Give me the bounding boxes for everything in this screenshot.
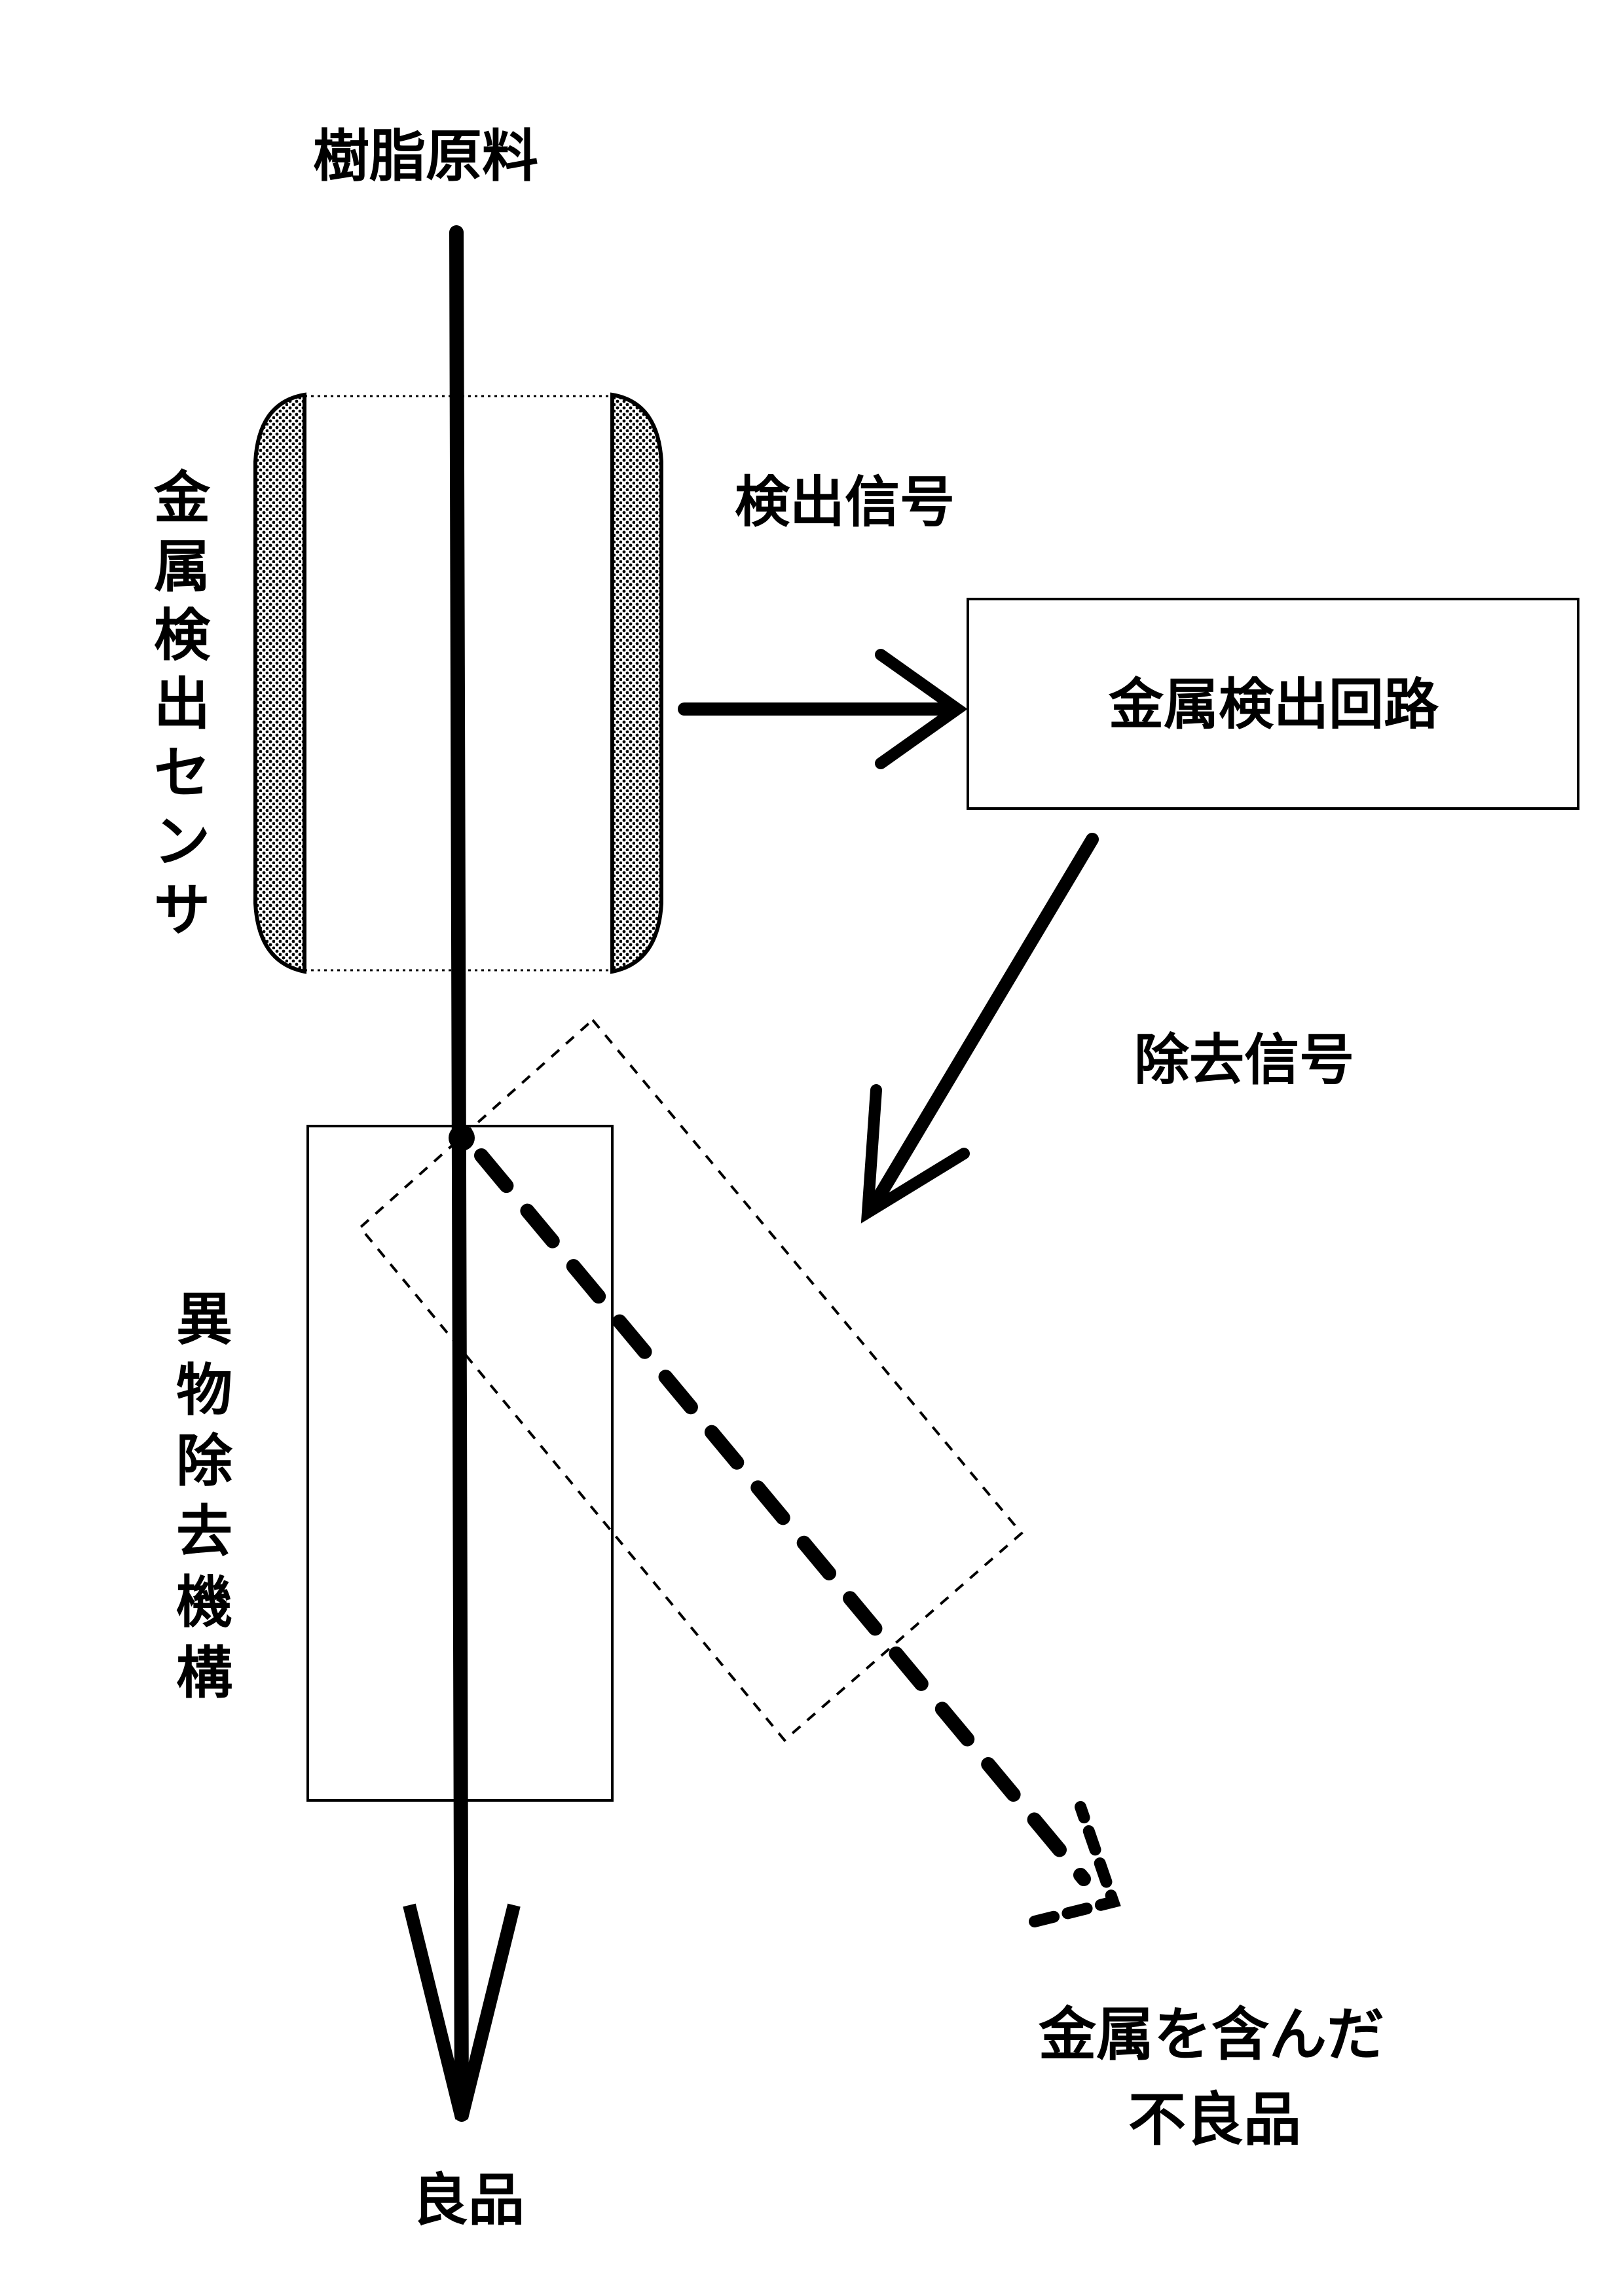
removal-signal-arrow [860,833,1099,1224]
detection-signal-arrowhead [875,649,968,769]
reject-flow-arrow [474,1148,1121,1927]
reject-flow-line [474,1148,1091,1886]
main-flow-arrowhead [403,1903,521,2120]
label-resin-material: 樹脂原料 [313,124,538,189]
label-good-product: 良品 [412,2168,525,2233]
junction-dot [449,1125,475,1151]
main-flow-line [449,225,469,2122]
removal-signal-line [868,833,1099,1211]
label-defect-line2: 不良品 [1128,2086,1301,2153]
label-metal-sensor: 金属検出センサ [153,465,211,943]
metal-sensor [253,392,663,974]
removal-signal-arrowhead [860,1084,970,1224]
label-removal-mechanism: 異物除去機構 [176,1287,233,1706]
sensor-coil-right [610,392,663,974]
label-detection-signal: 検出信号 [735,470,955,534]
main-flow-arrow [403,225,521,2122]
label-removal-signal: 除去信号 [1134,1028,1354,1092]
sensor-coil-left [253,392,306,974]
detection-circuit-box [967,598,1579,810]
detection-signal-arrow [678,649,968,769]
label-defect-line1: 金属を含んだ [1038,2001,1384,2068]
diverter-outline [358,1018,1024,1742]
label-metal-detection-circuit: 金属検出回路 [1109,672,1439,737]
reject-flow-arrowhead [1029,1801,1121,1927]
